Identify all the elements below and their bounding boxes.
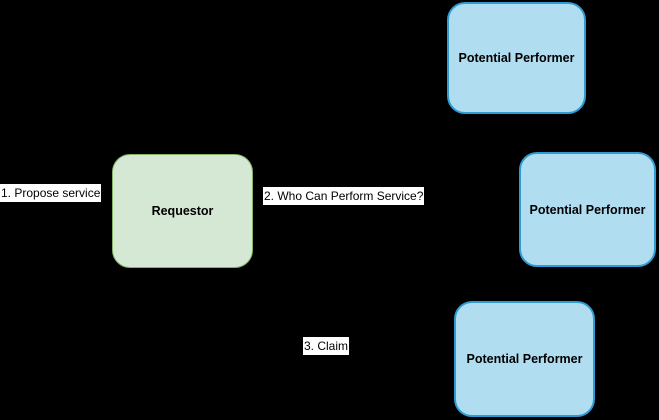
node-potential-performer-top: Potential Performer [447,2,586,114]
edge-label-who-can-perform-service: 2. Who Can Perform Service? [263,187,425,205]
edge-label-claim: 3. Claim [303,337,350,355]
node-potential-performer-middle: Potential Performer [519,152,656,267]
node-potential-performer-bottom: Potential Performer [454,301,595,417]
node-potential-performer-top-label: Potential Performer [458,51,575,65]
node-requestor-label: Requestor [151,204,214,218]
edge-label-propose-service: 1. Propose service [0,184,102,202]
node-requestor: Requestor [112,154,253,268]
node-potential-performer-bottom-label: Potential Performer [466,352,583,366]
node-potential-performer-middle-label: Potential Performer [529,202,646,217]
